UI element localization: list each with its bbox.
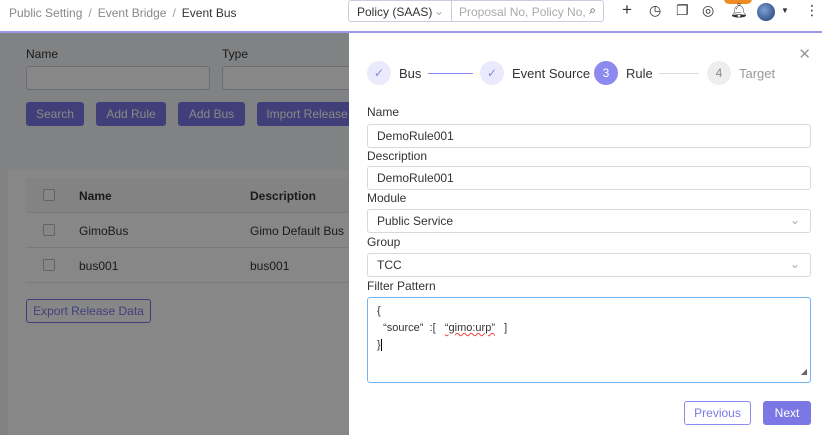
filter-pattern-textarea[interactable]: { “source” :[ “gimo:urp” ] }​ ◢: [367, 297, 811, 383]
table-row[interactable]: GimoBus Gimo Default Bus: [26, 213, 356, 248]
code-line: }​: [377, 339, 382, 351]
type-filter-label: Type: [222, 47, 249, 61]
notification-badge: [724, 0, 752, 4]
next-button[interactable]: Next: [763, 401, 811, 425]
close-icon[interactable]: ✕: [798, 46, 811, 63]
cell-description: bus001: [250, 259, 290, 273]
policy-select-value: Policy (SAAS): [357, 5, 433, 19]
caret-down-icon[interactable]: ▼: [781, 6, 789, 15]
code-line: “source” :[ “gimo:urp” ]: [377, 322, 508, 334]
search-button[interactable]: Search: [26, 102, 84, 126]
name-label: Name: [367, 105, 400, 119]
import-release-button[interactable]: Import Release: [257, 102, 357, 126]
cell-name: GimoBus: [79, 224, 129, 238]
module-value: Public Service: [377, 214, 454, 228]
target-icon[interactable]: ◎: [702, 2, 715, 18]
add-rule-button[interactable]: Add Rule: [96, 102, 166, 126]
more-vertical-icon[interactable]: ⋮: [805, 2, 819, 18]
group-value: TCC: [377, 258, 402, 272]
cell-name: bus001: [79, 259, 119, 273]
module-select[interactable]: Public Service ⌄: [367, 209, 811, 233]
step-connector: [659, 73, 699, 74]
step-label: Event Source: [512, 65, 591, 81]
avatar[interactable]: [757, 3, 775, 21]
step-label: Target: [739, 65, 776, 81]
name-input[interactable]: DemoRule001: [367, 124, 811, 148]
filter-pattern-label: Filter Pattern: [367, 279, 436, 293]
resize-handle-icon[interactable]: ◢: [800, 367, 807, 376]
previous-button[interactable]: Previous: [684, 401, 751, 425]
top-header: Public Setting/Event Bridge/Event Bus Po…: [0, 0, 822, 33]
select-all-checkbox[interactable]: [43, 189, 55, 201]
breadcrumb: Public Setting/Event Bridge/Event Bus: [9, 6, 237, 20]
policy-select[interactable]: Policy (SAAS)⌄: [348, 0, 452, 22]
breadcrumb-public-setting[interactable]: Public Setting: [9, 6, 83, 20]
header-description: Description: [250, 189, 317, 203]
export-release-data-button[interactable]: Export Release Data: [26, 299, 151, 323]
group-select[interactable]: TCC ⌄: [367, 253, 811, 277]
plus-icon[interactable]: +: [622, 0, 632, 19]
search-icon[interactable]: ⌕: [589, 3, 596, 17]
step-target: 4 Target: [707, 61, 775, 85]
cell-description: Gimo Default Bus: [250, 224, 345, 238]
add-bus-button[interactable]: Add Bus: [178, 102, 245, 126]
step-connector: [428, 73, 473, 74]
table-header: Name Description: [26, 178, 356, 213]
name-value: DemoRule001: [377, 129, 454, 143]
check-icon: ✓: [480, 61, 504, 85]
name-filter-label: Name: [26, 47, 59, 61]
breadcrumb-event-bridge[interactable]: Event Bridge: [97, 6, 167, 20]
header-name: Name: [79, 189, 112, 203]
copy-icon[interactable]: ❐: [676, 2, 689, 18]
step-label: Rule: [626, 65, 653, 81]
chevron-down-icon: ⌄: [433, 4, 444, 18]
check-icon: ✓: [367, 61, 391, 85]
global-search-input[interactable]: Proposal No, Policy No,⌕: [451, 0, 604, 22]
group-label: Group: [367, 235, 401, 249]
search-placeholder: Proposal No, Policy No,: [459, 5, 586, 19]
description-input[interactable]: DemoRule001: [367, 166, 811, 190]
step-event-source: ✓ Event Source: [480, 61, 590, 85]
description-value: DemoRule001: [377, 171, 454, 185]
step-rule: 3 Rule: [594, 61, 653, 85]
description-label: Description: [367, 149, 428, 163]
name-filter-input[interactable]: [26, 66, 210, 90]
bus-table: Name Description GimoBus Gimo Default Bu…: [8, 170, 356, 435]
step-label: Bus: [399, 65, 422, 81]
chevron-down-icon: ⌄: [789, 257, 800, 271]
chevron-down-icon: ⌄: [789, 213, 800, 227]
clock-icon[interactable]: ◷: [649, 2, 662, 18]
type-filter-input[interactable]: [222, 66, 362, 90]
row-checkbox[interactable]: [43, 259, 55, 271]
code-line: {: [377, 305, 381, 317]
step-number: 4: [707, 61, 731, 85]
step-number: 3: [594, 61, 618, 85]
row-checkbox[interactable]: [43, 224, 55, 236]
step-bus: ✓ Bus: [367, 61, 421, 85]
bell-icon[interactable]: 🔔︎: [730, 2, 748, 18]
breadcrumb-event-bus: Event Bus: [181, 6, 237, 20]
module-label: Module: [367, 191, 407, 205]
table-row[interactable]: bus001 bus001: [26, 248, 356, 283]
